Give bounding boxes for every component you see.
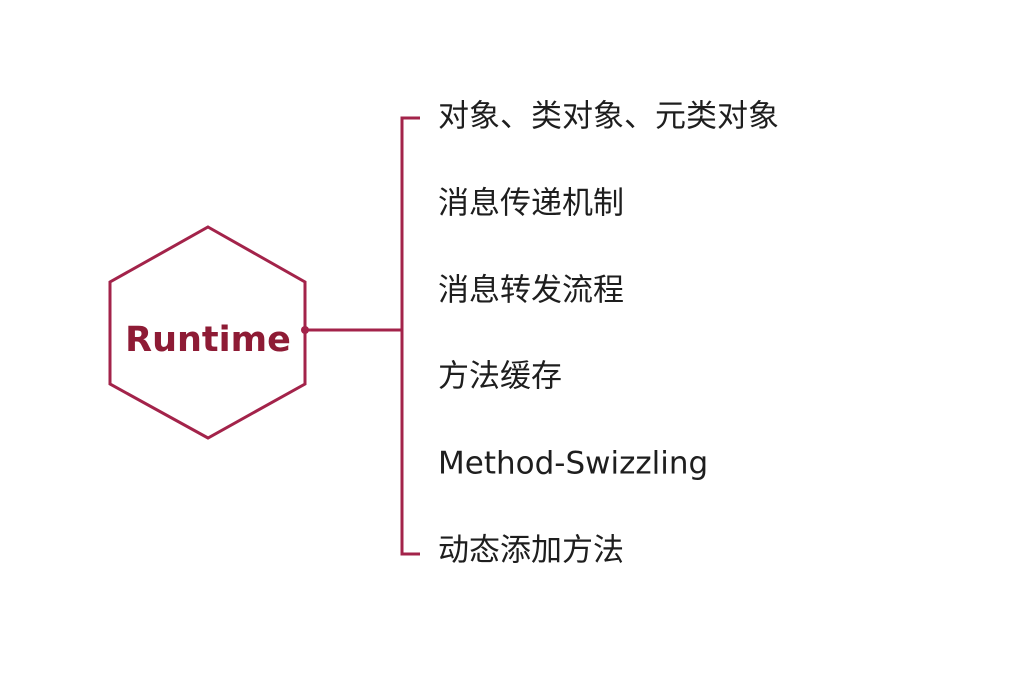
branch-item: 方法缓存 — [438, 359, 562, 395]
branch-item: Method-Swizzling — [438, 446, 708, 482]
root-node: Runtime — [108, 225, 307, 440]
branch-item: 消息传递机制 — [438, 186, 624, 222]
branch-item: 消息转发流程 — [438, 273, 624, 309]
connector — [301, 326, 402, 334]
branch-item: 对象、类对象、元类对象 — [438, 99, 779, 135]
root-label: Runtime — [125, 320, 291, 360]
branch-bracket — [400, 116, 420, 556]
connector-dot — [301, 326, 309, 334]
branch-item: 动态添加方法 — [438, 533, 624, 569]
root-hexagon — [108, 225, 307, 440]
branch-items: 对象、类对象、元类对象 消息传递机制 消息转发流程 方法缓存 Method-Sw… — [438, 99, 779, 569]
